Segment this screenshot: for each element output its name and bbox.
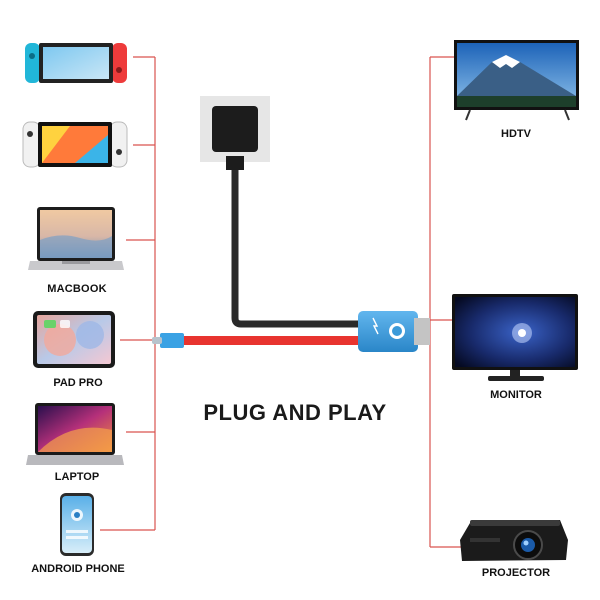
phone-icon	[60, 493, 94, 556]
left-connector-lines	[100, 56, 156, 531]
device-label-monitor: MONITOR	[490, 389, 542, 401]
nintendo-switch-oled-icon	[22, 121, 128, 168]
device-label-laptop: LAPTOP	[55, 471, 99, 483]
plug-and-play-headline: PLUG AND PLAY	[203, 400, 387, 425]
right-connector-lines	[429, 56, 462, 548]
device-label-macbook: MACBOOK	[47, 283, 106, 295]
tablet-icon	[33, 311, 115, 368]
macbook-icon	[28, 207, 124, 270]
monitor-icon	[452, 294, 578, 381]
device-label-pad-pro: PAD PRO	[53, 377, 103, 389]
laptop-icon	[26, 403, 124, 465]
device-label-projector: PROJECTOR	[482, 567, 550, 579]
nintendo-switch-icon	[25, 43, 127, 83]
projector-icon	[460, 520, 568, 561]
tv-icon	[454, 40, 579, 121]
adapter-cable	[152, 96, 430, 352]
device-label-hdtv: HDTV	[501, 128, 532, 140]
device-label-android-phone: ANDROID PHONE	[31, 563, 125, 575]
